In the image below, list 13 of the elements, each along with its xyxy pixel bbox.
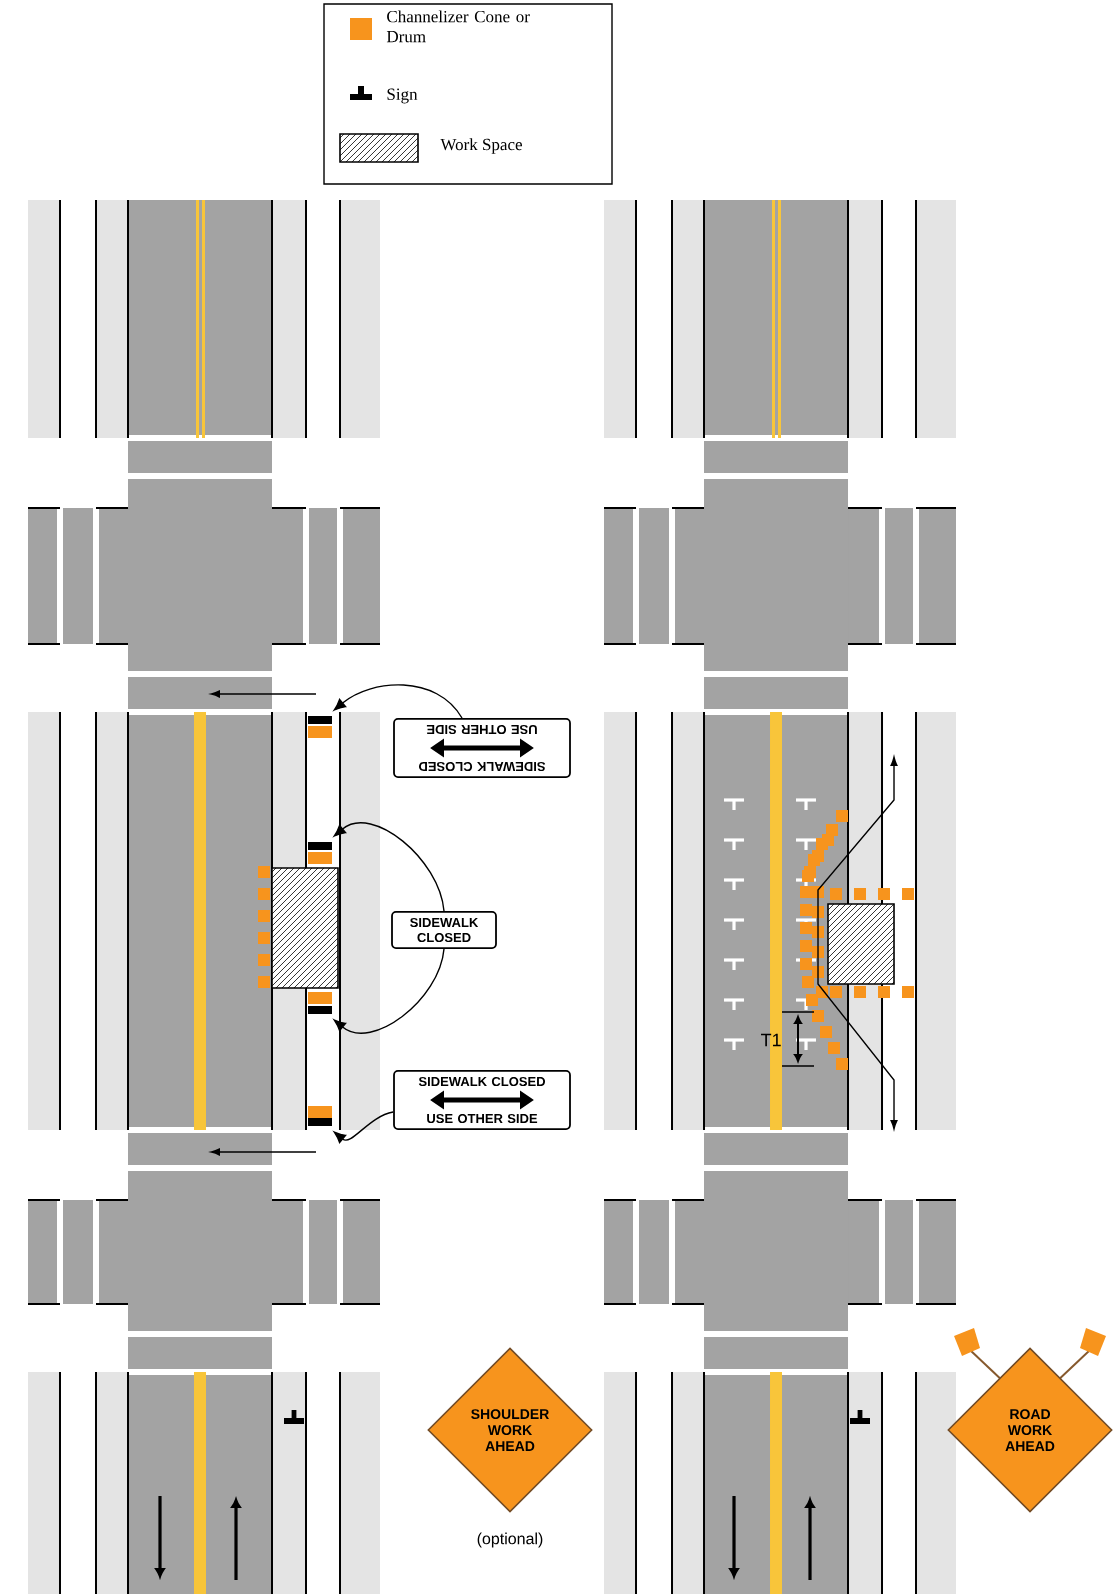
sign-symbol: [308, 1006, 332, 1014]
leader-arrow: [333, 822, 445, 912]
sign-symbol: [308, 716, 332, 724]
sign-symbol: [308, 1118, 332, 1126]
sign-symbol: [308, 842, 332, 850]
sign-note: (optional): [477, 1532, 543, 1548]
leader-arrow: [333, 948, 445, 1034]
dimension-label: T1: [761, 1033, 781, 1047]
legend-label: Work Space: [440, 138, 522, 154]
legend-label: Sign: [387, 88, 418, 104]
leader-arrow: [333, 684, 463, 719]
leader-arrow: [333, 1111, 394, 1144]
legend-label: Channelizer Cone or Drum: [386, 10, 530, 43]
